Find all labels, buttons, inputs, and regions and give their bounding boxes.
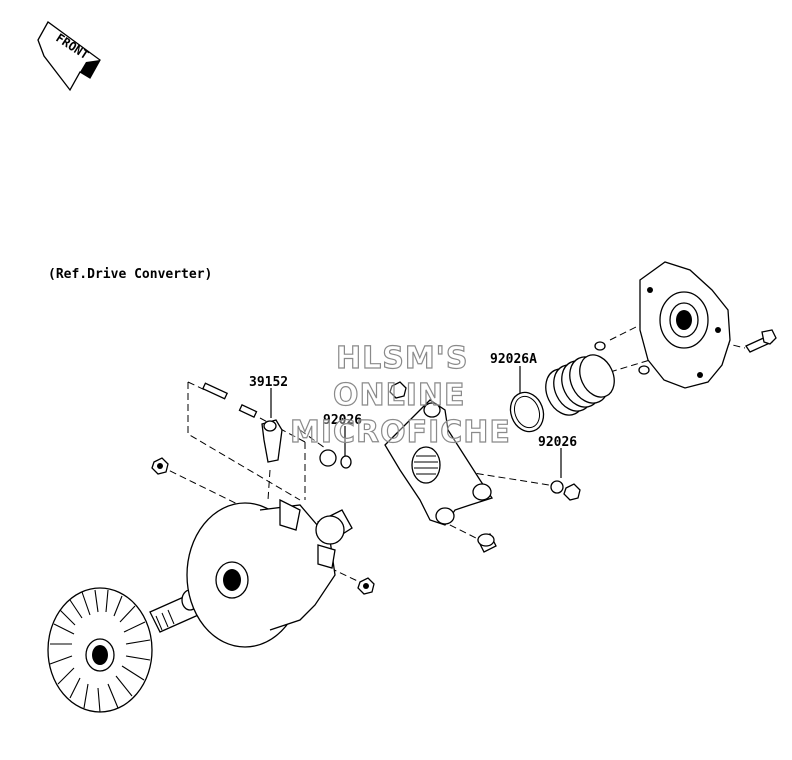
spider bbox=[384, 399, 494, 526]
part-label-92026A: 92026A bbox=[490, 352, 537, 367]
nut-bottom bbox=[357, 577, 375, 595]
ring-92026A bbox=[509, 391, 545, 433]
washer-right bbox=[550, 480, 564, 494]
pins bbox=[201, 382, 258, 418]
nut-top bbox=[389, 381, 407, 399]
washer-pair-left bbox=[319, 449, 352, 469]
front-arrow-icon bbox=[37, 21, 101, 92]
bolt bbox=[745, 329, 777, 353]
svg-text:MICROFICHE: MICROFICHE bbox=[290, 415, 511, 450]
nut-left bbox=[151, 457, 169, 475]
roller-weight-39152 bbox=[261, 419, 283, 463]
svg-text:ONLINE: ONLINE bbox=[333, 378, 466, 413]
reference-note: (Ref.Drive Converter) bbox=[48, 267, 212, 282]
bushing bbox=[315, 509, 353, 545]
fixed-sheave bbox=[47, 587, 153, 713]
part-label-39152: 39152 bbox=[249, 375, 288, 390]
part-label-92026-right: 92026 bbox=[538, 435, 577, 450]
svg-text:HLSM'S: HLSM'S bbox=[336, 341, 468, 376]
cover-pins bbox=[594, 341, 650, 375]
nut-right bbox=[563, 483, 581, 501]
part-label-92026-left: 92026 bbox=[323, 413, 362, 428]
cover bbox=[639, 261, 731, 389]
movable-sheave bbox=[186, 498, 336, 648]
watermark: HLSM'S ONLINE MICROFICHE bbox=[289, 340, 511, 450]
front-direction-badge: FRONT bbox=[37, 21, 101, 92]
cap bbox=[477, 533, 497, 553]
spring bbox=[545, 354, 615, 416]
